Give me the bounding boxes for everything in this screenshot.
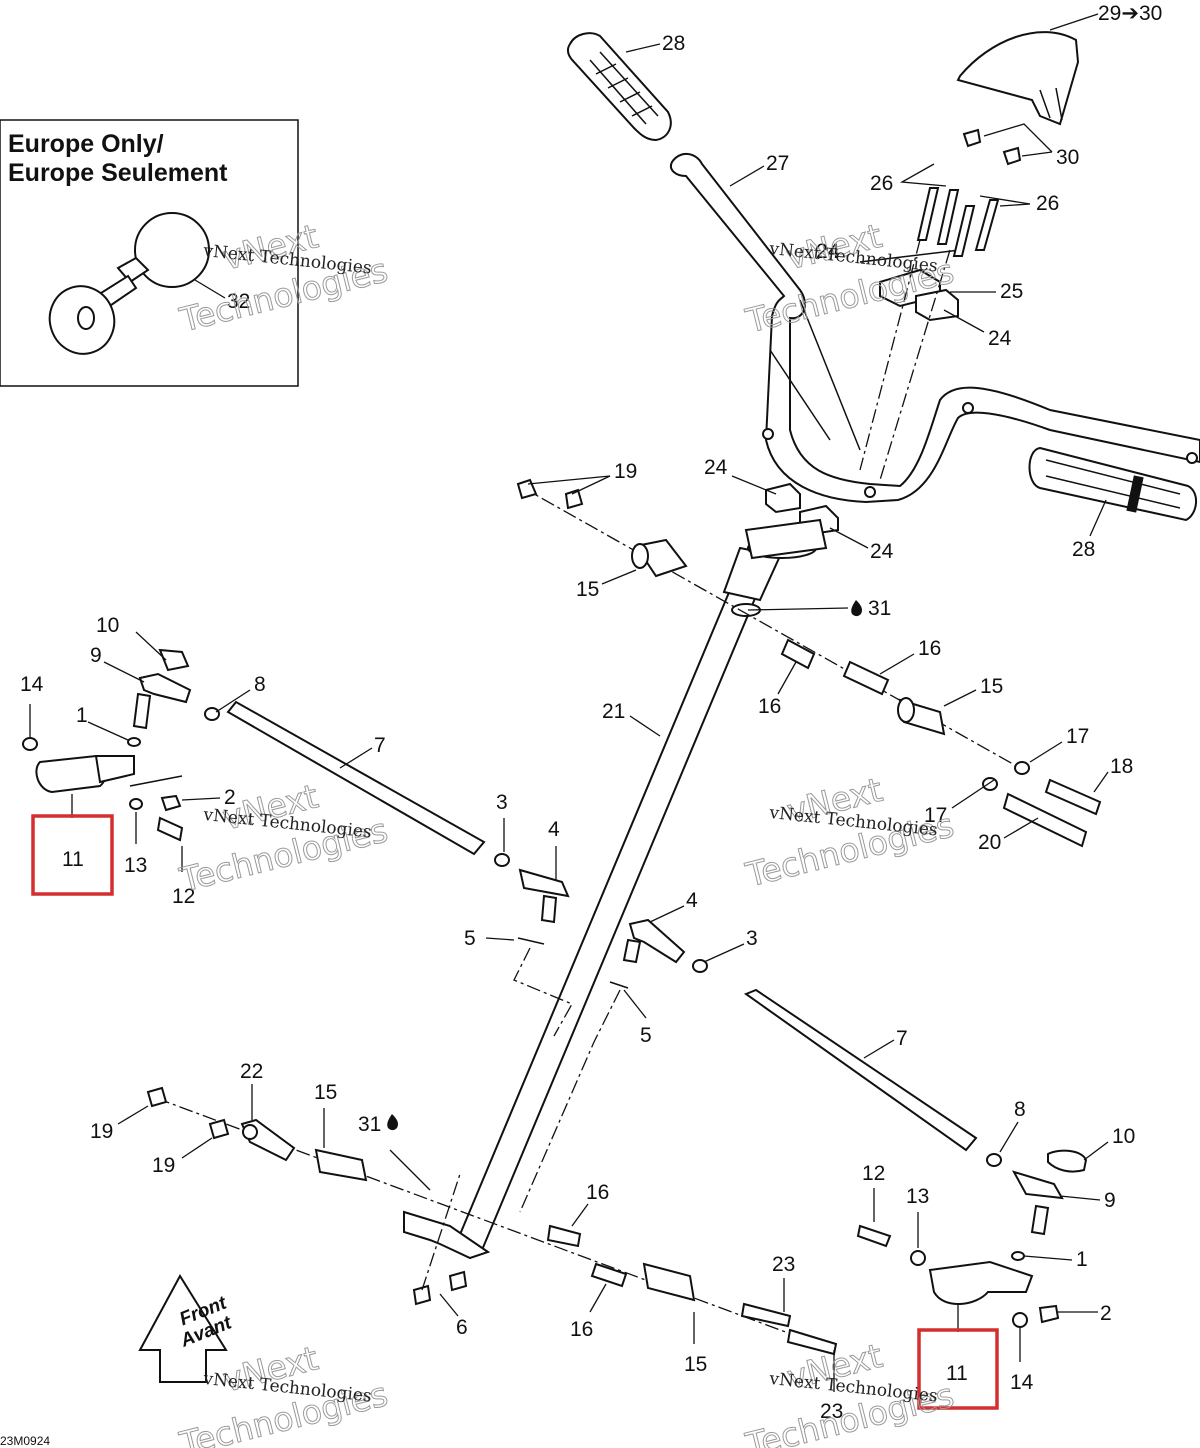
callout-3-right: 3	[746, 927, 758, 950]
callout-26-right: 26	[1036, 192, 1059, 215]
diagram-code: 23M0924	[0, 1434, 50, 1448]
callout-2-right: 2	[1100, 1302, 1112, 1325]
callout-9-right: 9	[1104, 1189, 1116, 1212]
horn-illustration	[48, 212, 210, 355]
clamp-bolts	[859, 187, 1000, 481]
callout-5-left: 5	[464, 927, 476, 950]
callout-17-b: 17	[924, 804, 947, 827]
callout-14-right: 14	[1010, 1371, 1034, 1394]
steering-cover	[956, 31, 1080, 126]
callout-24-a: 24	[816, 240, 840, 263]
callout-31-top: 31	[868, 597, 891, 620]
callout-13-right: 13	[906, 1185, 929, 1208]
callout-18: 18	[1110, 755, 1133, 778]
callout-32: 32	[227, 290, 250, 313]
callout-16-c: 16	[586, 1181, 609, 1204]
callout-11-left: 11	[62, 848, 84, 871]
callout-7-right: 7	[896, 1027, 908, 1050]
callout-16-d: 16	[570, 1318, 593, 1341]
callout-30: 30	[1056, 146, 1079, 169]
callout-28-top: 28	[662, 32, 685, 55]
right-tie-rod	[519, 918, 1088, 1328]
callout-12-right: 12	[862, 1162, 885, 1185]
callout-3-left: 3	[496, 791, 508, 814]
callout-20: 20	[978, 831, 1001, 854]
callout-26-left: 26	[870, 172, 893, 195]
callout-7-left: 7	[374, 734, 386, 757]
callout-13-left: 13	[124, 854, 147, 877]
callout-23-a: 23	[772, 1253, 795, 1276]
callout-15-bm: 15	[684, 1353, 707, 1376]
callout-15-bl: 15	[314, 1081, 337, 1104]
callout-5-right: 5	[640, 1024, 652, 1047]
callout-22: 22	[240, 1060, 263, 1083]
callout-1-left: 1	[76, 704, 88, 727]
europe-inset: Europe Only/ Europe Seulement 32	[0, 119, 299, 387]
highlight-part-11-left	[31, 814, 114, 896]
callout-29-30: 29➔30	[1098, 2, 1162, 25]
callout-6: 6	[456, 1316, 468, 1339]
left-tie-rod	[22, 648, 573, 1037]
handlebar	[670, 153, 1200, 504]
inset-title-line1: Europe Only/	[8, 130, 164, 158]
steering-column	[403, 537, 817, 1260]
watermark-5: vNext Technologies vNext Technologies	[175, 1338, 392, 1448]
callout-23-b: 23	[820, 1400, 843, 1423]
callout-8-right: 8	[1014, 1098, 1026, 1121]
callout-24-b: 24	[988, 327, 1012, 350]
callout-1-right: 1	[1076, 1248, 1088, 1271]
callout-16-b: 16	[758, 695, 781, 718]
callout-19-bl-b: 19	[152, 1154, 175, 1177]
callout-24-c: 24	[704, 456, 728, 479]
callout-8-left: 8	[254, 673, 266, 696]
callout-24-d: 24	[870, 540, 894, 563]
watermark-6: vNext Technologies vNext Technologies	[741, 1335, 958, 1448]
callout-15-top: 15	[576, 578, 599, 601]
callout-25: 25	[1000, 280, 1023, 303]
cover-screws	[962, 128, 1022, 166]
callout-11-right: 11	[946, 1362, 968, 1385]
watermark-4: vNext Technologies vNext Technologies	[741, 769, 958, 895]
callout-19-bl-a: 19	[90, 1120, 113, 1143]
callout-27: 27	[766, 152, 789, 175]
callout-2-left: 2	[224, 786, 236, 809]
inset-title-line2: Europe Seulement	[8, 159, 228, 187]
callout-4-left: 4	[548, 818, 560, 841]
callout-4-right: 4	[686, 889, 698, 912]
watermark-3: vNext Technologies vNext Technologies	[175, 776, 392, 900]
upper-linkage	[516, 478, 1102, 848]
callout-10-right: 10	[1112, 1125, 1135, 1148]
callout-21: 21	[602, 700, 625, 723]
highlight-part-11-right	[917, 1328, 999, 1410]
callout-12-left: 12	[172, 885, 195, 908]
handlebar-clamps	[744, 249, 961, 560]
grip-top	[566, 32, 672, 142]
grip-right	[1028, 446, 1197, 522]
callout-16-a: 16	[918, 637, 941, 660]
callout-17-a: 17	[1066, 725, 1089, 748]
callout-10-left: 10	[96, 614, 119, 637]
callout-9-left: 9	[90, 644, 102, 667]
lower-linkage	[146, 1086, 838, 1356]
callout-14-left: 14	[20, 673, 44, 696]
callout-15-right: 15	[980, 675, 1003, 698]
callout-28-right: 28	[1072, 538, 1095, 561]
front-direction-arrow	[138, 1274, 228, 1383]
callout-31-bottom: 31	[358, 1113, 381, 1136]
callout-19-top: 19	[614, 460, 637, 483]
